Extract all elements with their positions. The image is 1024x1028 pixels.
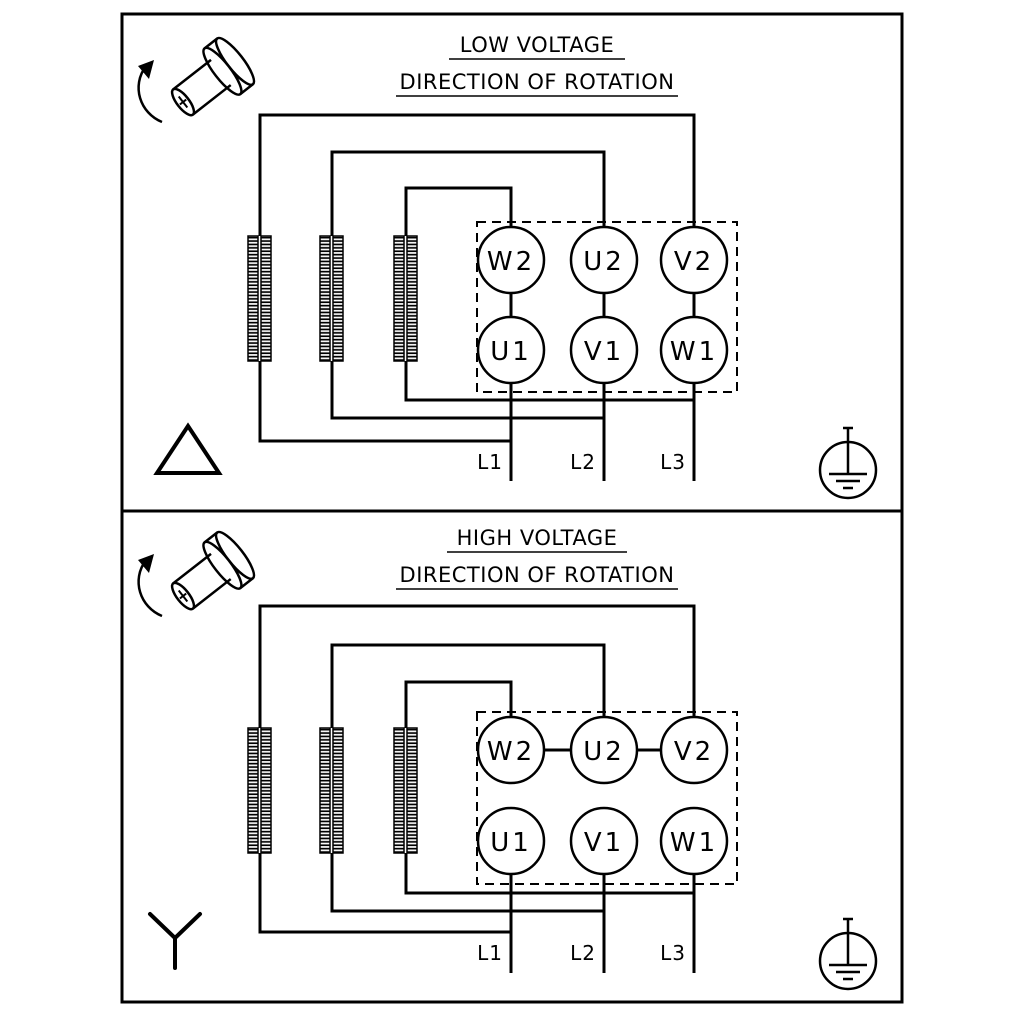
terminal-circle <box>476 225 546 295</box>
delta-symbol <box>153 422 223 475</box>
terminal-label: V1 <box>584 337 624 367</box>
supply-line-label: L1 <box>477 450 503 474</box>
terminals: W2 U2 V2 U1 V1 W1 <box>476 715 729 876</box>
terminal-label: U2 <box>583 247 625 277</box>
terminal-circle <box>569 715 639 785</box>
terminal-label: V2 <box>674 247 714 277</box>
terminal-circle <box>569 315 639 385</box>
wire-path <box>404 853 694 895</box>
terminal-label: W1 <box>670 828 718 858</box>
supply-line-label: L1 <box>477 941 503 965</box>
wire-path <box>404 361 694 402</box>
wiring <box>258 113 696 481</box>
terminal-label: U1 <box>490 337 532 367</box>
wire-path <box>258 361 511 443</box>
wire-path <box>330 853 604 913</box>
panel-high-voltage: HIGH VOLTAGE DIRECTION OF ROTATION <box>136 526 878 991</box>
terminal-label: W2 <box>487 737 535 767</box>
wiring <box>258 604 696 973</box>
supply-line-label: L2 <box>570 941 596 965</box>
terminal-circle <box>476 806 546 876</box>
panel-low-voltage: LOW VOLTAGE DIRECTION OF ROTATION <box>136 32 878 500</box>
wire-path <box>330 361 604 420</box>
terminal-circle <box>569 225 639 295</box>
supply-line-label: L2 <box>570 450 596 474</box>
wire-path <box>330 150 606 236</box>
terminal-circle <box>659 806 729 876</box>
terminal-label: V1 <box>584 828 624 858</box>
terminal-label: U2 <box>583 737 625 767</box>
terminal-circle <box>476 715 546 785</box>
terminal-label: W2 <box>487 247 535 277</box>
supply-labels: L1 L2 L3 <box>477 450 686 474</box>
panel-title: HIGH VOLTAGE <box>457 526 618 550</box>
terminal-label: W1 <box>670 337 718 367</box>
supply-line-label: L3 <box>660 941 686 965</box>
wire-path <box>330 643 606 728</box>
terminal-circle <box>569 806 639 876</box>
terminal-label: V2 <box>674 737 714 767</box>
wire-path <box>404 186 513 236</box>
terminal-label: U1 <box>490 828 532 858</box>
supply-line-label: L3 <box>660 450 686 474</box>
terminals: W2 U2 V2 U1 V1 W1 <box>476 225 729 385</box>
wire-path <box>258 604 696 728</box>
panel-title: LOW VOLTAGE <box>460 33 615 57</box>
wire-path <box>258 853 511 934</box>
terminal-circle <box>659 315 729 385</box>
terminal-circle <box>476 315 546 385</box>
supply-labels: L1 L2 L3 <box>477 941 686 965</box>
terminal-circle <box>659 225 729 295</box>
panel-subtitle: DIRECTION OF ROTATION <box>400 70 675 94</box>
terminal-block-outline <box>476 221 738 393</box>
star-symbol <box>148 912 202 970</box>
panel-subtitle: DIRECTION OF ROTATION <box>400 563 675 587</box>
terminal-block-outline <box>476 711 738 885</box>
terminal-circle <box>659 715 729 785</box>
wire-path <box>258 113 696 236</box>
wire-path <box>404 680 513 728</box>
